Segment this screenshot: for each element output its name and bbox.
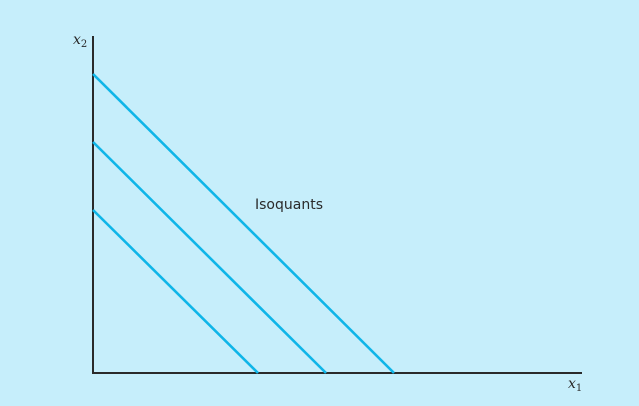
- x-axis-label-subscript: 1: [575, 383, 583, 394]
- y-axis-label-var: x: [73, 32, 81, 48]
- x-axis-label: x1: [568, 376, 582, 394]
- isoquants-annotation: Isoquants: [255, 197, 323, 213]
- y-axis-label-subscript: 2: [80, 39, 88, 50]
- isoquant-line-2: [92, 141, 327, 374]
- x-axis-label-var: x: [568, 376, 576, 392]
- isoquant-line-1: [92, 209, 259, 374]
- isoquant-line-3: [92, 73, 395, 374]
- y-axis-label: x2: [73, 32, 87, 50]
- isoquant-lines: [92, 73, 395, 374]
